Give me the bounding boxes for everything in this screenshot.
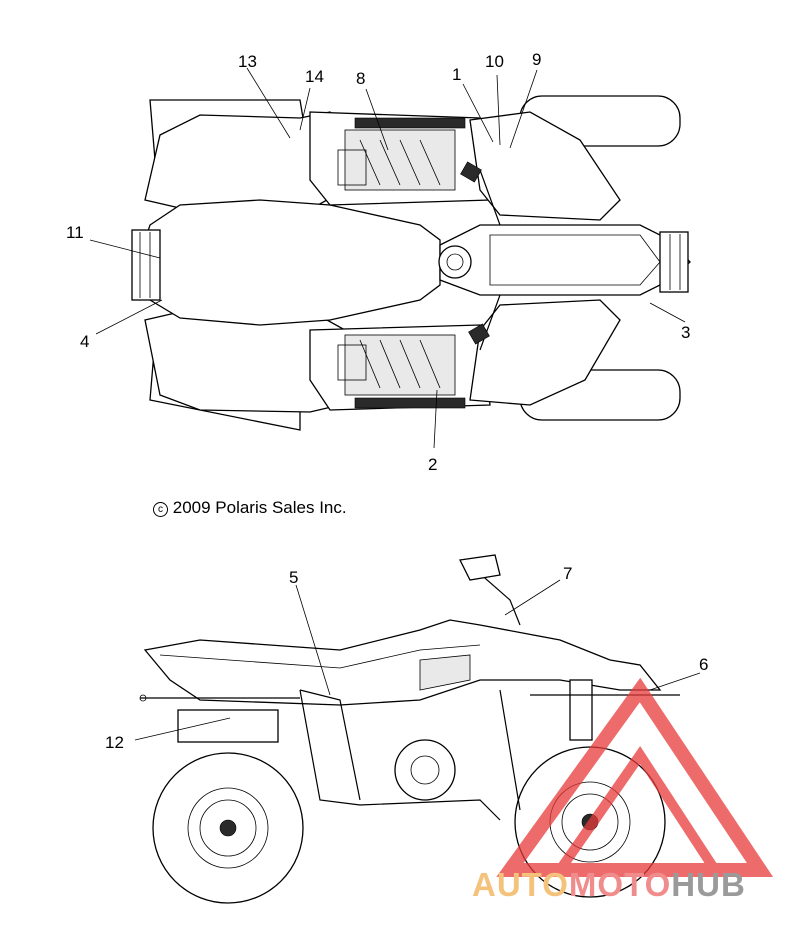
- callout-4: 4: [80, 332, 89, 351]
- atv-side-view: [139, 554, 680, 904]
- callout-11: 11: [66, 223, 84, 242]
- atv-top-view: [131, 95, 691, 431]
- callout-9: 9: [532, 50, 541, 69]
- callout-2: 2: [428, 455, 437, 474]
- callout-5: 5: [289, 568, 298, 587]
- copyright-notice: c 2009 Polaris Sales Inc.: [153, 498, 347, 518]
- callout-8: 8: [356, 69, 365, 88]
- callout-14: 14: [305, 67, 324, 86]
- side-view-leaders: [134, 579, 701, 741]
- watermark-moto: MOTO: [568, 866, 672, 903]
- top-view-leaders: [89, 67, 686, 449]
- callout-7: 7: [563, 564, 572, 583]
- watermark-auto: AUTO: [472, 866, 569, 903]
- copyright-text: 2009 Polaris Sales Inc.: [172, 498, 347, 517]
- copyright-symbol-icon: c: [153, 502, 168, 517]
- watermark-text: AUTOMOTOHUB: [472, 866, 746, 904]
- watermark-hub: HUB: [671, 866, 746, 903]
- copyright-symbol-letter: c: [158, 504, 163, 515]
- callout-3: 3: [681, 323, 690, 342]
- callout-1: 1: [452, 65, 461, 84]
- callout-10: 10: [485, 52, 504, 71]
- watermark-logo: [496, 677, 774, 877]
- callout-6: 6: [699, 655, 708, 674]
- callout-13: 13: [238, 52, 257, 71]
- callout-12: 12: [105, 733, 124, 752]
